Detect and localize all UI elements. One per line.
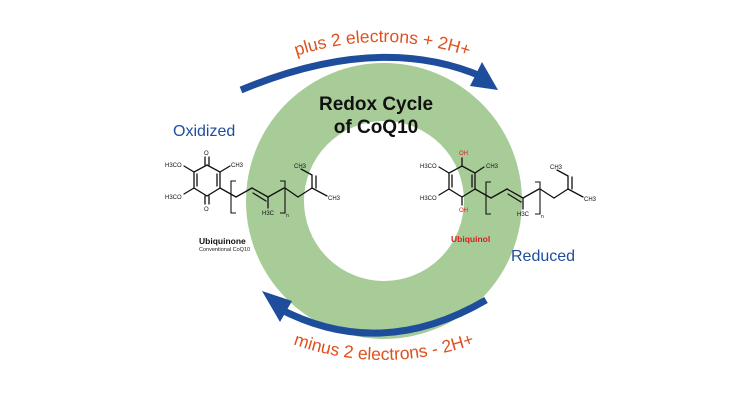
title-line-2: of CoQ10 bbox=[334, 117, 418, 138]
ubiquinol-structure bbox=[438, 157, 584, 215]
ubiquinone-methoxy-bottom: H3CO bbox=[165, 195, 182, 201]
top-arrowhead bbox=[470, 62, 498, 90]
top-arrow bbox=[239, 53, 485, 94]
ubiquinol-terminal-methyl-2: CH3 bbox=[584, 197, 597, 203]
ubiquinol-repeat-n: n bbox=[541, 214, 544, 220]
ubiquinol-terminal-methyl-1: CH3 bbox=[550, 165, 563, 171]
ubiquinone-terminal-methyl-2: CH3 bbox=[328, 196, 341, 202]
oxidized-label: Oxidized bbox=[173, 123, 235, 140]
reduced-label: Reduced bbox=[511, 248, 575, 265]
ubiquinol-methoxy-top: H3CO bbox=[420, 164, 437, 170]
ubiquinone-top-oxygen: O bbox=[204, 151, 209, 157]
ubiquinone-chain-methyl: H3C bbox=[262, 211, 275, 217]
ubiquinone-methoxy-top: H3CO bbox=[165, 163, 182, 169]
cycle-ring bbox=[246, 63, 522, 339]
ubiquinol-methoxy-bottom: H3CO bbox=[420, 196, 437, 202]
ubiquinone-subtitle: Conventional CoQ10 bbox=[199, 247, 250, 253]
ubiquinone-bottom-oxygen: O bbox=[204, 207, 209, 213]
bottom-arrow bbox=[276, 296, 488, 337]
ubiquinol-bottom-hydroxyl: OH bbox=[459, 208, 468, 214]
bottom-arrowhead bbox=[262, 291, 292, 322]
ubiquinone-name: Ubiquinone bbox=[199, 236, 246, 246]
ubiquinol-top-hydroxyl: OH bbox=[459, 151, 468, 157]
ubiquinol-chain-methyl: H3C bbox=[517, 212, 530, 218]
ubiquinone-repeat-n: n bbox=[286, 213, 289, 219]
ubiquinone-methyl: CH3 bbox=[231, 163, 244, 169]
ubiquinol-methyl: CH3 bbox=[486, 164, 499, 170]
ubiquinone-structure bbox=[183, 156, 328, 214]
ubiquinol-name: Ubiquinol bbox=[451, 234, 490, 244]
ubiquinone-terminal-methyl-1: CH3 bbox=[294, 164, 307, 170]
title-line-1: Redox Cycle bbox=[319, 94, 433, 115]
